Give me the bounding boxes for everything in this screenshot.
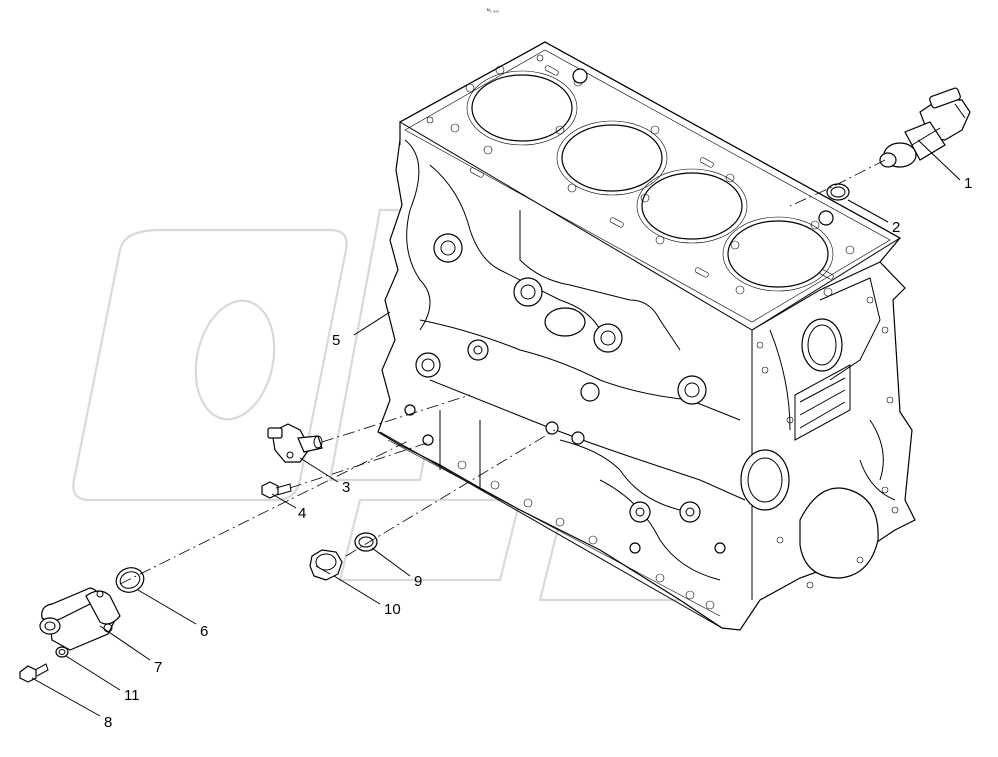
callout-labels: 1 2 3 4 5 6 7 8 9 10 11	[104, 175, 972, 731]
part-7-flange-housing	[39, 587, 121, 651]
part-1-pressure-sensor	[879, 87, 971, 168]
leader-lines	[31, 139, 961, 717]
cylinder-bore-2	[561, 124, 663, 192]
crank-bore	[799, 487, 879, 579]
part-11-washer	[55, 646, 69, 658]
callout-8: 8	[104, 714, 112, 731]
engine-block	[377, 41, 916, 631]
part-10-plug-screw	[309, 549, 343, 581]
callout-3: 3	[342, 479, 350, 496]
part-2-sealing-ring	[826, 183, 850, 201]
part-4-bolt	[261, 481, 292, 499]
callout-6: 6	[200, 623, 208, 640]
cylinder-bore-3	[641, 172, 743, 240]
callout-11: 11	[124, 687, 140, 704]
callout-10: 10	[384, 601, 401, 618]
part-8-screw	[19, 663, 49, 683]
cylinder-bore-1	[471, 74, 573, 142]
callout-1: 1	[964, 175, 972, 192]
callout-2: 2	[892, 219, 900, 236]
part-9-sealing-washer	[354, 532, 378, 552]
callout-5: 5	[332, 332, 340, 349]
part-6-o-ring	[115, 567, 145, 593]
callout-9: 9	[414, 573, 422, 590]
callout-4: 4	[298, 505, 306, 522]
front-bore-upper	[801, 318, 843, 372]
assembly-axes	[119, 159, 886, 585]
cylinder-bore-4	[727, 220, 829, 288]
header-mark: ᴹ₀ ₀₀₀	[487, 8, 499, 14]
callout-7: 7	[154, 659, 162, 676]
part-3-speed-sensor	[267, 423, 323, 463]
